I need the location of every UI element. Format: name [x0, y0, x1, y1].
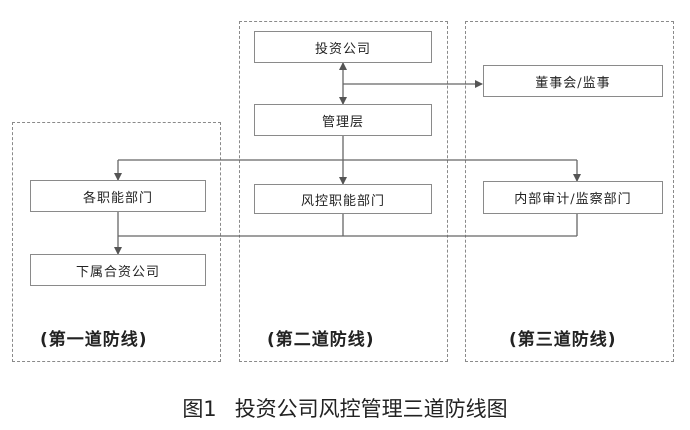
functional-depts-box: 各职能部门 [30, 180, 206, 212]
figure-caption: 图1 投资公司风控管理三道防线图 [0, 393, 690, 423]
subsidiaries-box: 下属合资公司 [30, 254, 206, 286]
third-line-label: (第三道防线) [509, 330, 617, 350]
first-line-zone [12, 122, 221, 362]
board-box: 董事会/监事 [483, 65, 663, 97]
investment-company-box: 投资公司 [254, 31, 432, 63]
figure-number: 图1 [182, 397, 217, 421]
figure-title: 投资公司风控管理三道防线图 [234, 397, 508, 421]
second-line-zone [239, 21, 448, 362]
first-line-label: (第一道防线) [40, 330, 148, 350]
internal-audit-box: 内部审计/监察部门 [483, 181, 663, 214]
management-box: 管理层 [254, 104, 432, 136]
risk-control-box: 风控职能部门 [254, 184, 432, 214]
second-line-label: (第二道防线) [267, 330, 375, 350]
third-line-zone [465, 21, 674, 362]
